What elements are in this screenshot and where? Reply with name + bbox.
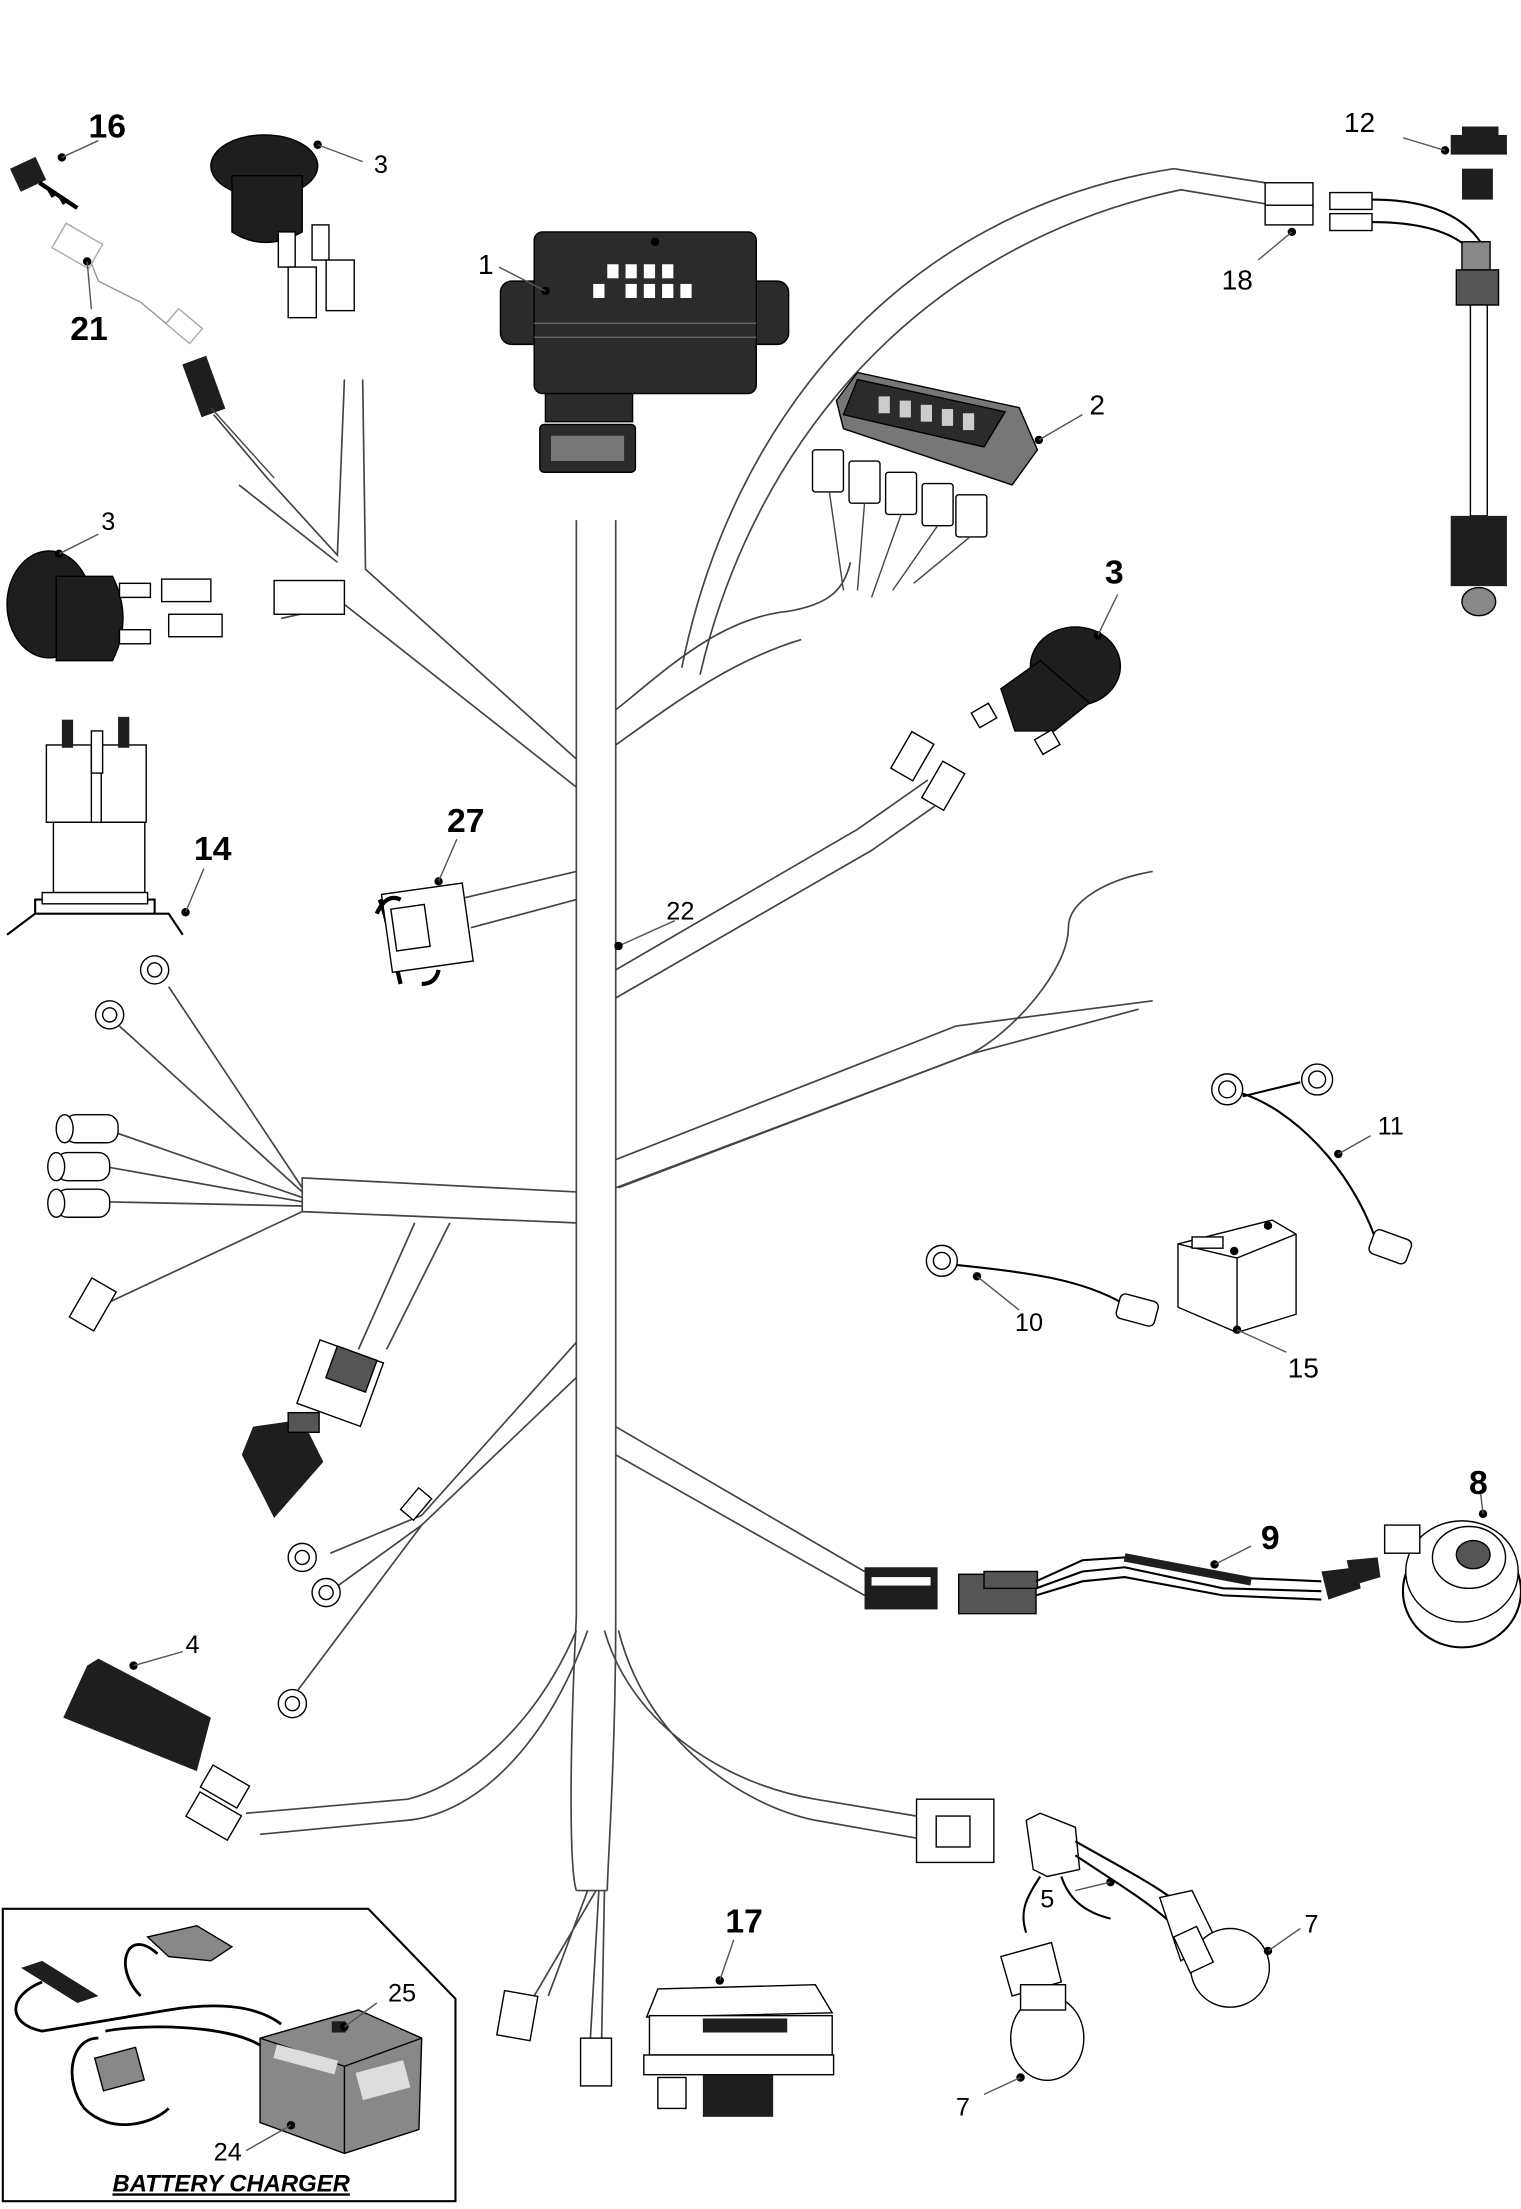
ring-terminals-lower-left bbox=[277, 1486, 433, 1719]
switch-part-3-right bbox=[889, 626, 1122, 812]
battery-charger-title: BATTERY CHARGER bbox=[112, 2170, 350, 2197]
fuse-block-part-2 bbox=[811, 371, 1044, 598]
callout-21: 21 bbox=[70, 310, 108, 348]
callout-16: 16 bbox=[89, 108, 127, 146]
callout-12: 12 bbox=[1344, 107, 1375, 138]
callout-25: 25 bbox=[388, 1980, 416, 2008]
solenoid-part-14 bbox=[6, 716, 190, 936]
callout-7-right: 7 bbox=[1305, 1911, 1319, 1939]
clutch-part-8 bbox=[1383, 1509, 1521, 1649]
callout-4: 4 bbox=[186, 1631, 200, 1659]
callout-10: 10 bbox=[1015, 1309, 1043, 1337]
callout-2: 2 bbox=[1089, 390, 1105, 421]
callout-3-left: 3 bbox=[101, 508, 115, 536]
battery-cable-part-10 bbox=[925, 1244, 1159, 1327]
switch-part-3-left bbox=[6, 549, 346, 662]
callout-17: 17 bbox=[725, 1903, 763, 1941]
callout-1: 1 bbox=[478, 249, 494, 280]
bulb-part-7-right bbox=[1158, 1889, 1273, 2008]
battery-charger-box bbox=[1, 1907, 457, 2203]
callout-3-right: 3 bbox=[1105, 553, 1124, 591]
callout-5: 5 bbox=[1040, 1885, 1054, 1913]
lamp-harness-part-5 bbox=[915, 1798, 1189, 1934]
relay bbox=[241, 1338, 385, 1519]
connector-part-27 bbox=[374, 877, 474, 987]
battery-part-15 bbox=[1177, 1219, 1297, 1334]
bulb-part-7-left bbox=[1000, 1941, 1085, 2082]
callout-18: 18 bbox=[1222, 265, 1253, 296]
callout-24: 24 bbox=[214, 2138, 242, 2166]
callout-11: 11 bbox=[1378, 1112, 1404, 1140]
callout-7-left: 7 bbox=[956, 2093, 970, 2121]
callout-27: 27 bbox=[447, 802, 485, 840]
main-harness-trunk bbox=[98, 167, 1266, 2039]
callout-22: 22 bbox=[666, 897, 694, 925]
key-part-16-21 bbox=[10, 153, 275, 479]
control-unit-part-1 bbox=[499, 231, 790, 473]
callout-3-top: 3 bbox=[374, 151, 388, 179]
switch-part-3-top bbox=[210, 134, 355, 319]
clutch-wire-part-9 bbox=[864, 1553, 1381, 1615]
ring-terminals-left bbox=[47, 955, 170, 1332]
callout-15: 15 bbox=[1288, 1353, 1319, 1384]
leader-lines bbox=[58, 137, 1484, 2152]
callout-8: 8 bbox=[1469, 1464, 1488, 1502]
module-part-4 bbox=[63, 1658, 251, 1842]
callout-14: 14 bbox=[194, 830, 232, 868]
callout-labels: 1 2 3 3 3 4 5 7 7 8 9 10 11 12 14 15 16 … bbox=[70, 107, 1487, 2197]
sensor-part-12-18 bbox=[1264, 126, 1507, 617]
callout-9: 9 bbox=[1261, 1519, 1280, 1557]
battery-cable-part-11 bbox=[1211, 1063, 1413, 1265]
bottom-connectors bbox=[495, 1989, 613, 2087]
switch-part-17 bbox=[643, 1976, 835, 2117]
